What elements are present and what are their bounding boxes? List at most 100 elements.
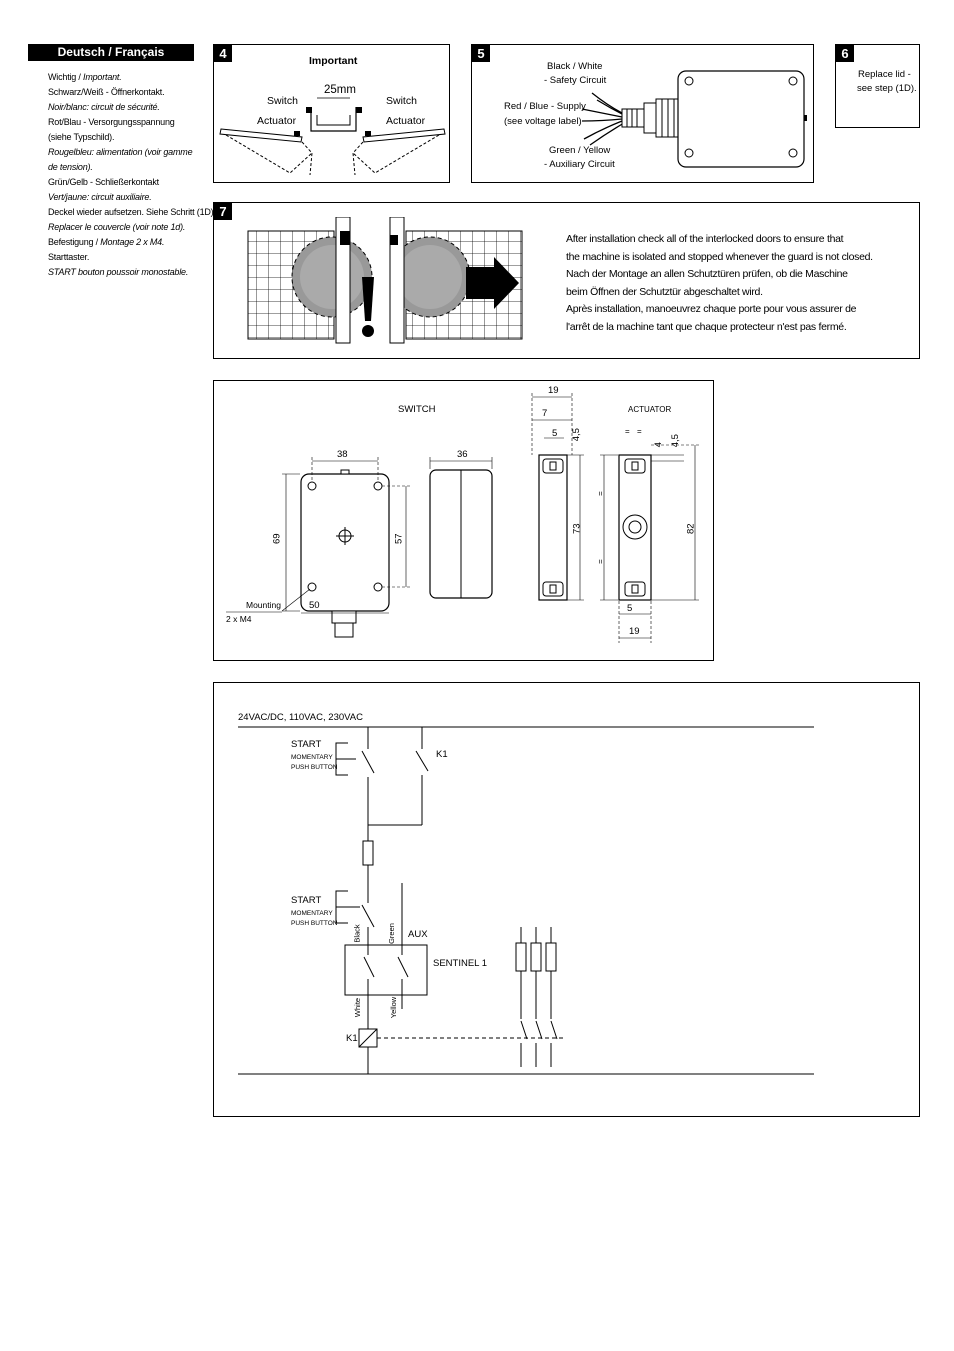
panel-7-text-line: After installation check all of the inte… [566, 233, 844, 245]
dim-5-top: 5 [552, 428, 558, 439]
legend-line-text: Replacer le couvercle (voir note 1d). [48, 222, 186, 232]
wiring-svg [238, 726, 814, 1075]
dim-69: 69 [271, 533, 283, 544]
right-actuator-label: Actuator [386, 115, 426, 127]
legend-line: Schwarz/Weiß - Öffnerkontakt. [48, 85, 208, 100]
start-1-sub-1: MOMENTARY [291, 754, 333, 761]
dim-4-5-b: 4,5 [669, 434, 681, 448]
legend-line: Replacer le couvercle (voir note 1d). [48, 220, 208, 235]
dim-5-bottom: 5 [627, 603, 633, 614]
legend-line: (siehe Typschild). [48, 130, 208, 145]
panel-4: 4 Important 25mm Switch Actuator Switch … [213, 44, 450, 183]
legend-line-text: Wichtig / [48, 72, 84, 82]
legend-line: Noir/blanc: circuit de sécurité. [48, 100, 208, 115]
supply-voltage-label: 24VAC/DC, 110VAC, 230VAC [238, 712, 363, 723]
legend-line-text: (siehe Typschild). [48, 132, 115, 142]
mounting-label: Mounting [246, 600, 281, 610]
dim-4-5-a: 4,5 [570, 428, 582, 442]
actuator-gap-diagram [219, 97, 446, 176]
dim-4: 4 [652, 442, 664, 448]
yellow-wire-label: Yellow [389, 996, 399, 1019]
wiring-diagram: 24VAC/DC, 110VAC, 230VAC START MOMENTARY… [213, 682, 920, 1117]
legend: Deutsch / Français Wichtig / Important. S… [28, 44, 216, 280]
legend-line-text: Deckel wieder aufsetzen. Siehe Schritt (… [48, 207, 216, 217]
legend-line: Rot/Blau - Versorgungsspannung [48, 115, 208, 130]
voltage-label-note: (see voltage label) [504, 116, 582, 127]
legend-line-text: Befestigung / [48, 237, 101, 247]
start-2-sub-2: PUSH BUTTON [291, 920, 338, 927]
legend-line: Vert/jaune: circuit auxiliaire. [48, 190, 208, 205]
legend-line-text: de tension). [48, 162, 93, 172]
replace-lid-line-1: Replace lid - [858, 69, 911, 80]
legend-line: START bouton poussoir monostable. [48, 265, 208, 280]
dim-7: 7 [542, 408, 548, 419]
sentinel-label: SENTINEL 1 [433, 958, 488, 969]
panel-number: 5 [472, 45, 490, 62]
legend-line: Starttaster. [48, 250, 208, 265]
left-switch-label: Switch [267, 95, 298, 107]
panel-number: 7 [214, 203, 232, 220]
k1-coil-label: K1 [346, 1033, 358, 1044]
warning-grid-illustration [247, 217, 523, 344]
start-1-sub-2: PUSH BUTTON [291, 764, 338, 771]
black-wire-label: Black [352, 924, 362, 943]
switch-wiring-diagram [581, 70, 807, 168]
panel-7-text-line: beim Öffnen der Schutztür abgeschaltet w… [566, 285, 763, 298]
legend-line: de tension). [48, 160, 208, 175]
mounting-size-label: 2 x M4 [226, 614, 252, 624]
panel-5: 5 Black / White - Safety Circuit Red / B… [471, 44, 814, 183]
dimension-drawing: SWITCH ACTUATOR 38 36 69 57 50 Mounting … [213, 380, 714, 661]
dim-19-top: 19 [548, 385, 559, 396]
legend-line-text: Vert/jaune: circuit auxiliaire. [48, 192, 152, 202]
panel-7-text-line: Après installation, manoeuvrez chaque po… [566, 303, 857, 315]
legend-line-text: Starttaster. [48, 252, 90, 262]
legend-line: Deckel wieder aufsetzen. Siehe Schritt (… [48, 205, 216, 220]
dim-57: 57 [393, 533, 405, 544]
panel-7-text-line: the machine is isolated and stopped when… [566, 250, 873, 263]
legend-line-text: Rougelbleu: alimentation (voir gamme [48, 147, 193, 157]
green-yellow-label: Green / Yellow [549, 145, 611, 156]
dim-50: 50 [309, 600, 320, 611]
panel-7-text-line: l'arrêt de la machine tant que chaque pr… [566, 320, 847, 333]
equal-mark: = [595, 491, 605, 496]
green-wire-label: Green [386, 923, 396, 944]
legend-lines: Wichtig / Important. Schwarz/Weiß - Öffne… [28, 70, 216, 280]
white-wire-label: White [353, 997, 363, 1018]
legend-line-text: Schwarz/Weiß - Öffnerkontakt. [48, 87, 165, 97]
dim-73: 73 [571, 523, 583, 534]
legend-line: Rougelbleu: alimentation (voir gamme [48, 145, 208, 160]
legend-line: Befestigung / Montage 2 x M4. [48, 235, 208, 250]
switch-label: SWITCH [398, 404, 436, 415]
legend-line-text: START bouton poussoir monostable. [48, 267, 189, 277]
safety-circuit-label: - Safety Circuit [544, 75, 607, 86]
dimension-svg [226, 393, 699, 643]
legend-line: Grün/Gelb - Schließerkontakt [48, 175, 208, 190]
legend-header: Deutsch / Français [28, 44, 194, 61]
right-switch-label: Switch [386, 95, 417, 107]
left-actuator-label: Actuator [257, 115, 297, 127]
equal-mark: = [637, 427, 642, 436]
panel-7: 7 After installation check all of the in… [213, 202, 920, 359]
panel-7-text: After installation check all of the inte… [566, 231, 873, 336]
aux-label: AUX [408, 929, 428, 940]
start-2-label: START [291, 895, 322, 906]
black-white-label: Black / White [547, 61, 603, 72]
equal-mark: = [625, 427, 630, 436]
equal-mark: = [595, 559, 605, 564]
panel-number: 4 [214, 45, 232, 62]
actuator-label: ACTUATOR [628, 405, 672, 414]
legend-line-text: Rot/Blau - Versorgungsspannung [48, 117, 175, 127]
panel-7-text-line: Nach der Montage an allen Schutztüren pr… [566, 268, 848, 280]
dim-36: 36 [457, 449, 468, 460]
legend-line-text: Grün/Gelb - Schließerkontakt [48, 177, 159, 187]
auxiliary-circuit-label: - Auxiliary Circuit [544, 159, 615, 170]
dim-19-bottom: 19 [629, 626, 640, 637]
dim-38: 38 [337, 449, 348, 460]
legend-line-text: Noir/blanc: circuit de sécurité. [48, 102, 160, 112]
panel-4-title: Important [309, 55, 358, 67]
start-1-label: START [291, 739, 322, 750]
panel-6: 6 Replace lid - see step (1D). [835, 44, 920, 128]
legend-line: Wichtig / Important. [48, 70, 208, 85]
legend-line-italic-text: Montage 2 x M4. [100, 237, 165, 247]
red-blue-label: Red / Blue - Supply [504, 101, 586, 112]
